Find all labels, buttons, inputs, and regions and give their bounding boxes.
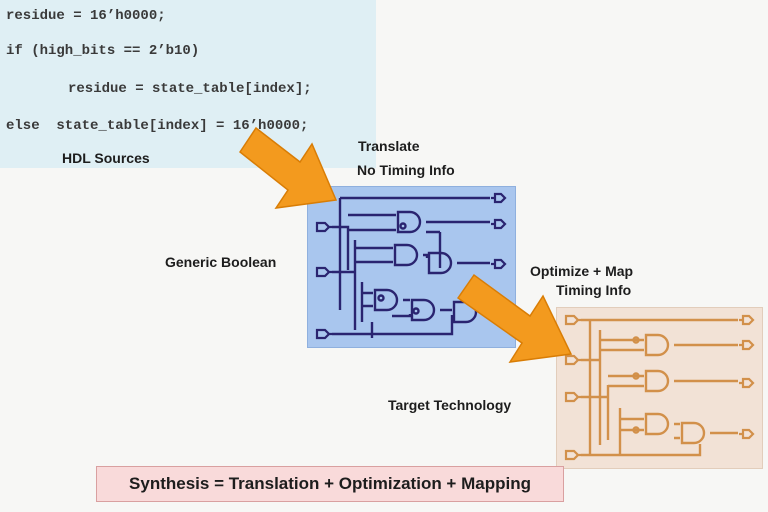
target-input-terminal-1	[564, 314, 583, 326]
target-gate-4	[680, 421, 706, 445]
hdl-code-panel	[0, 0, 376, 168]
output-terminal-1	[489, 192, 507, 204]
optimize-map-label: Optimize + Map	[530, 263, 634, 279]
target-gate-1	[644, 333, 670, 357]
input-terminal-1	[315, 221, 334, 233]
code-line-1: residue = 16’h0000;	[6, 8, 166, 24]
synthesis-formula-text: Synthesis = Translation + Optimization +…	[129, 474, 531, 493]
hdl-sources-label: HDL Sources	[62, 150, 150, 166]
gate-5	[410, 298, 436, 322]
target-output-terminal-4	[737, 428, 755, 440]
target-input-terminal-3	[564, 391, 583, 403]
target-output-terminal-3	[737, 377, 755, 389]
target-technology-label: Target Technology	[388, 397, 512, 413]
no-timing-info-label: No Timing Info	[357, 162, 455, 178]
gate-2	[393, 243, 419, 267]
target-gate-3	[644, 412, 670, 436]
code-line-3: residue = state_table[index];	[68, 81, 312, 97]
target-input-terminal-4	[564, 449, 583, 461]
translate-label: Translate	[358, 138, 420, 154]
generic-boolean-label: Generic Boolean	[165, 254, 277, 270]
code-line-2: if (high_bits == 2’b10)	[6, 43, 200, 59]
output-terminal-2	[489, 218, 507, 230]
timing-info-label: Timing Info	[556, 282, 632, 298]
output-terminal-3	[489, 258, 507, 270]
optimize-map-arrow	[456, 273, 573, 363]
code-line-4: else state_table[index] = 16’h0000;	[6, 118, 309, 134]
target-technology-circuit	[564, 314, 755, 461]
target-gate-2	[644, 369, 670, 393]
synthesis-formula-box: Synthesis = Translation + Optimization +…	[96, 466, 564, 502]
target-input-terminal-2	[564, 354, 583, 366]
input-terminal-3	[315, 328, 334, 340]
generic-boolean-circuit	[315, 192, 507, 340]
translate-arrow	[238, 126, 338, 209]
target-output-terminal-1	[737, 314, 755, 326]
input-terminal-2	[315, 266, 334, 278]
target-output-terminal-2	[737, 339, 755, 351]
